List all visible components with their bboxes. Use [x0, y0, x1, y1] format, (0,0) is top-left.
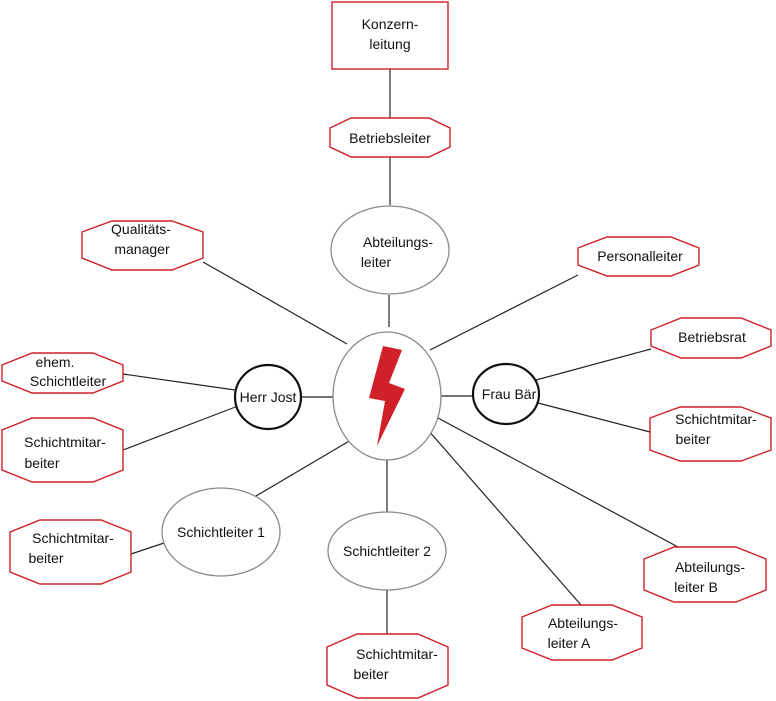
label-schichtmitarbeiter-left-line1: Schichtmitar- [24, 434, 106, 450]
label-schichtmitarbeiter-sl2-line2: beiter [353, 666, 388, 682]
hexagon-abteilungsleiter-a [521, 604, 643, 661]
label-schichtleiter1: Schichtleiter 1 [177, 524, 265, 540]
label-frau-baer: Frau Bär [482, 386, 537, 402]
ellipse-frau-baer [471, 362, 541, 426]
rect-konzernleitung [331, 1, 449, 70]
hexagon-ehem-schichtleiter [1, 352, 124, 394]
ellipse-schichtleiter2 [327, 511, 447, 591]
node-abteilungsleiter-a: Abteilungs- leiter A [521, 604, 643, 661]
node-schichtmitarbeiter-sl2: Schichtmitar- beiter [326, 633, 449, 699]
hexagon-betriebsrat [650, 317, 772, 359]
label-ehem-schichtleiter-line1: ehem. [36, 354, 75, 370]
label-qualitaetsmanager-line2: manager [114, 241, 170, 257]
node-schichtleiter1: Schichtleiter 1 [161, 487, 281, 577]
edge-center-schichtleiter1 [250, 439, 352, 500]
node-abteilungsleiter-b: Abteilungs- leiter B [643, 546, 767, 603]
hexagon-schichtmitarbeiter-left [1, 417, 124, 483]
label-schichtmitarbeiter-left-line2: beiter [24, 455, 59, 471]
label-personalleiter: Personalleiter [597, 248, 683, 264]
ellipse-schichtleiter1 [161, 487, 281, 577]
edge-schichtmitarbeiter-left-herr-jost [122, 405, 239, 451]
edge-schichtleiter1-schichtmitarbeiter [130, 541, 168, 555]
edge-center-abteilungsleiter-b [437, 417, 679, 548]
label-abteilungsleiter-b-line2: leiter B [674, 579, 718, 595]
node-ehem-schichtleiter: ehem. Schichtleiter [1, 352, 124, 394]
node-abteilungsleiter: Abteilungs- leiter [330, 205, 450, 295]
label-abteilungsleiter-a-line2: leiter A [548, 635, 591, 651]
edge-frau-baer-betriebsrat [535, 348, 652, 381]
node-personalleiter: Personalleiter [577, 236, 700, 277]
label-ehem-schichtleiter-line2: Schichtleiter [30, 373, 107, 389]
hexagon-abteilungsleiter-b [643, 546, 767, 603]
label-abteilungsleiter-line1: Abteilungs- [363, 234, 433, 250]
label-qualitaetsmanager-line1: Qualitäts- [111, 221, 171, 237]
ellipse-herr-jost [233, 363, 303, 431]
edge-personalleiter-center [429, 274, 579, 351]
edge-ehem-schichtleiter-herr-jost [122, 373, 236, 391]
label-konzernleitung-line1: Konzern- [362, 16, 419, 32]
node-frau-baer: Frau Bär [471, 362, 541, 426]
node-qualitaetsmanager: Qualitäts- manager [81, 220, 204, 271]
node-schichtleiter2: Schichtleiter 2 [327, 511, 447, 591]
label-schichtmitarbeiter-sl1-line1: Schichtmitar- [32, 530, 114, 546]
label-herr-jost: Herr Jost [240, 389, 297, 405]
label-schichtmitarbeiter-right-line2: beiter [675, 431, 710, 447]
label-abteilungsleiter-a-line1: Abteilungs- [548, 615, 618, 631]
node-schichtmitarbeiter-left: Schichtmitar- beiter [1, 417, 124, 483]
ellipse-abteilungsleiter [330, 205, 450, 295]
label-konzernleitung-line2: leitung [369, 36, 410, 52]
label-schichtmitarbeiter-right-line1: Schichtmitar- [675, 411, 757, 427]
edge-frau-baer-schichtmitarbeiter-right [537, 402, 651, 433]
node-herr-jost: Herr Jost [233, 363, 303, 431]
label-schichtmitarbeiter-sl1-line2: beiter [28, 550, 63, 566]
lightning-bolt-icon [369, 346, 405, 446]
edge-qualitaetsmanager-center [202, 261, 348, 345]
node-betriebsrat: Betriebsrat [650, 317, 772, 359]
label-abteilungsleiter-b-line1: Abteilungs- [675, 559, 745, 575]
node-betriebsleiter: Betriebsleiter [329, 117, 451, 158]
hexagon-personalleiter [577, 236, 700, 277]
label-abteilungsleiter-line2: leiter [361, 254, 392, 270]
hexagon-schichtmitarbeiter-right [649, 406, 772, 462]
hexagon-schichtmitarbeiter-sl2 [326, 633, 449, 699]
hexagon-schichtmitarbeiter-sl1 [9, 519, 132, 585]
label-schichtmitarbeiter-sl2-line1: Schichtmitar- [356, 646, 438, 662]
hexagon-betriebsleiter [329, 117, 451, 158]
hexagon-qualitaetsmanager [81, 220, 204, 271]
node-center-conflict [332, 331, 442, 461]
edge-center-abteilungsleiter-a [427, 429, 582, 606]
label-schichtleiter2: Schichtleiter 2 [343, 543, 431, 559]
node-konzernleitung: Konzern- leitung [331, 1, 449, 70]
label-betriebsrat: Betriebsrat [678, 329, 746, 345]
node-schichtmitarbeiter-sl1: Schichtmitar- beiter [9, 519, 132, 585]
node-schichtmitarbeiter-right: Schichtmitar- beiter [649, 406, 772, 462]
label-betriebsleiter: Betriebsleiter [349, 130, 431, 146]
edges [122, 69, 679, 634]
